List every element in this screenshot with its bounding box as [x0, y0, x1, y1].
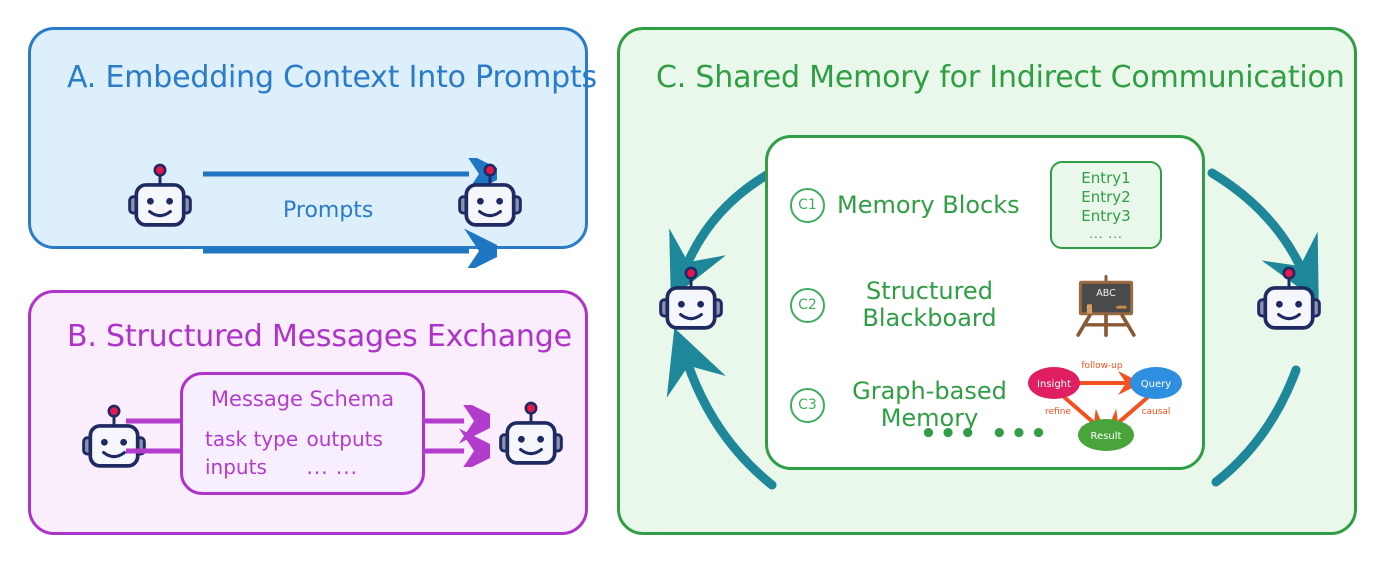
badge-c3: C3 — [790, 387, 825, 423]
memory-row-c1: C1 Memory Blocks Entry1 Entry2 Entry3 ..… — [790, 160, 1190, 250]
edge-label-causal: causal — [1142, 407, 1171, 417]
memory-row-c1-label: Memory Blocks — [837, 190, 1020, 219]
memory-row-c2: C2 Structured Blackboard ABC — [790, 260, 1190, 350]
badge-c2: C2 — [790, 287, 825, 323]
robot-icon — [453, 162, 527, 236]
shared-memory-card: C1 Memory Blocks Entry1 Entry2 Entry3 ..… — [765, 135, 1205, 470]
memory-row-c1-visual: Entry1 Entry2 Entry3 ... ... — [1022, 160, 1190, 250]
graph-node-result-label: Result — [1091, 431, 1122, 442]
panel-a-embedding-context: A. Embedding Context Into Prompts — [28, 27, 597, 274]
schema-field-more: ... ... — [306, 455, 359, 479]
robot-icon — [77, 403, 151, 477]
edge-label-refine: refine — [1045, 407, 1071, 417]
entry-item: Entry1 — [1081, 169, 1131, 188]
badge-c1: C1 — [790, 187, 825, 223]
memory-row-c3-visual: follow-up refine causal Insight Query Re… — [1022, 360, 1190, 451]
mini-graph: follow-up refine causal Insight Query Re… — [1022, 355, 1190, 455]
schema-field: task type — [205, 427, 299, 451]
memory-row-c3-label: Graph-based Memory — [852, 377, 1007, 432]
prompt-arrows — [197, 151, 509, 274]
robot-icon — [494, 400, 568, 474]
entry-more: ... ... — [1089, 226, 1123, 241]
memory-row-c2-visual: ABC — [1022, 260, 1190, 350]
graph-node-insight — [1028, 367, 1080, 399]
graph-node-query-label: Query — [1141, 379, 1171, 390]
panel-c-title: C. Shared Memory for Indirect Communicat… — [656, 60, 1345, 95]
graph-node-query — [1130, 367, 1182, 399]
entries-box: Entry1 Entry2 Entry3 ... ... — [1050, 161, 1162, 249]
entry-item: Entry3 — [1081, 207, 1131, 226]
robot-icon — [654, 265, 728, 339]
edge-label-follow-up: follow-up — [1081, 361, 1122, 371]
message-schema-fields: task type outputs inputs ... ... — [205, 427, 408, 479]
message-schema-box: Message Schema task type outputs inputs … — [180, 372, 425, 495]
blackboard-icon: ABC — [1069, 272, 1143, 338]
prompts-label: Prompts — [283, 198, 374, 223]
robot-icon — [123, 162, 197, 236]
schema-field: outputs — [306, 427, 383, 451]
schema-input-lines — [124, 405, 186, 467]
graph-node-insight-label: Insight — [1037, 379, 1071, 390]
memory-row-c2-label: Structured Blackboard — [862, 277, 997, 332]
graph-node-result — [1078, 419, 1134, 451]
entry-item: Entry2 — [1081, 188, 1131, 207]
blackboard-text: ABC — [1096, 288, 1116, 299]
schema-field: inputs — [205, 455, 267, 479]
robot-icon — [1252, 265, 1326, 339]
schema-output-arrows — [420, 398, 504, 474]
panel-b-title: B. Structured Messages Exchange — [67, 319, 572, 354]
panel-a-title: A. Embedding Context Into Prompts — [67, 60, 597, 95]
memory-more-dots: ••• ••• — [920, 419, 1050, 449]
message-schema-title: Message Schema — [210, 387, 395, 411]
memory-row-c3: C3 Graph-based Memory — [790, 360, 1190, 451]
